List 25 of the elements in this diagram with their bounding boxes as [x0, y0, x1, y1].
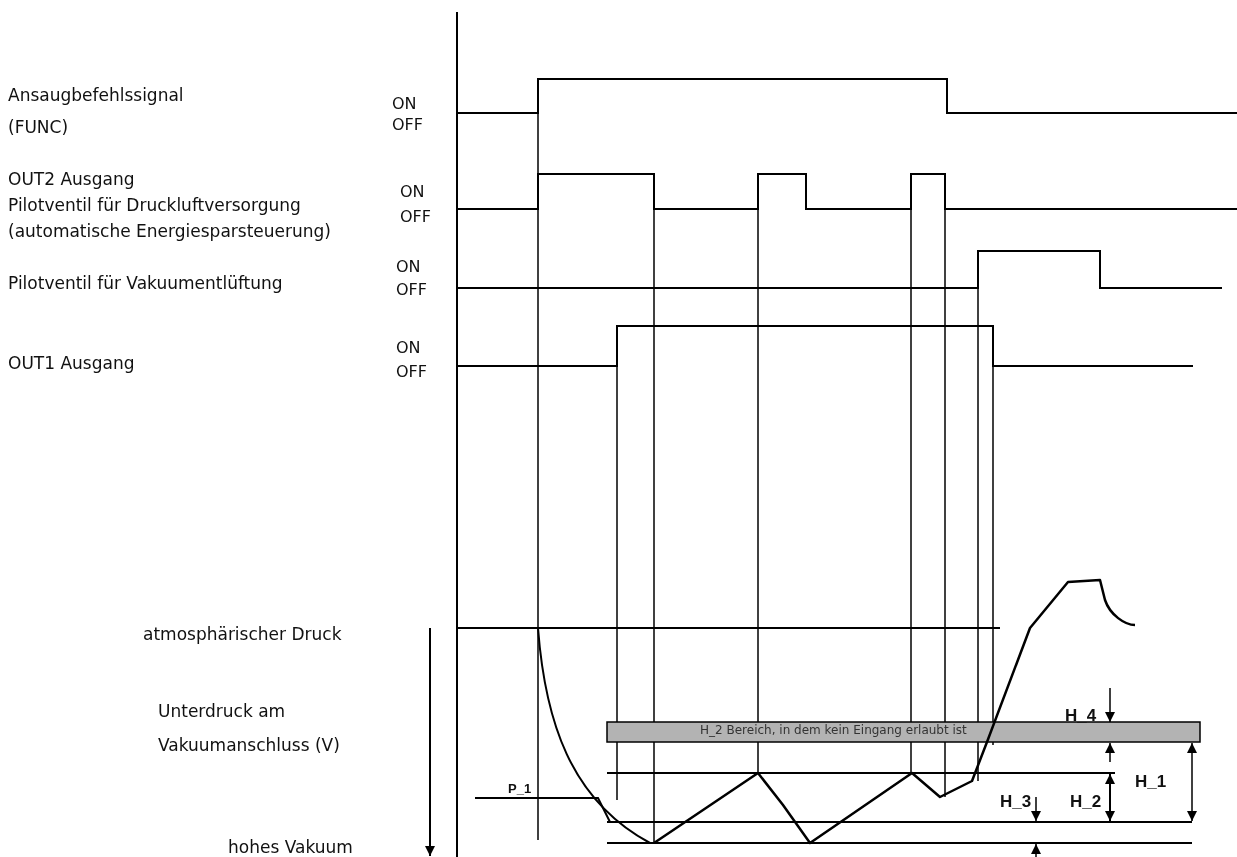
state-label: ON: [396, 339, 421, 357]
state-label: OFF: [396, 363, 427, 381]
signal-label: (FUNC): [8, 118, 69, 137]
band-label: H_2 Bereich, in dem kein Eingang erlaubt ist: [700, 724, 967, 738]
state-label: ON: [392, 95, 417, 113]
dimension-label: H_3: [1000, 793, 1032, 812]
signal-label: atmosphärischer Druck: [143, 625, 342, 644]
signal-label: hohes Vakuum: [228, 838, 353, 857]
value-label: P_1: [508, 782, 532, 797]
signal-label: OUT2 Ausgang: [8, 170, 135, 189]
dimension-label: H_2: [1070, 793, 1102, 812]
dimension-label: H_4: [1065, 707, 1097, 726]
signal-label: Unterdruck am: [158, 702, 286, 721]
state-label: ON: [396, 258, 421, 276]
state-label: OFF: [392, 116, 423, 134]
signal-label: Ansaugbefehlssignal: [8, 86, 184, 105]
state-label: OFF: [396, 281, 427, 299]
state-label: OFF: [400, 208, 431, 226]
signal-label: (automatische Energiesparsteuerung): [8, 222, 331, 241]
signal-label: Pilotventil für Vakuumentlüftung: [8, 274, 283, 293]
signal-label: Pilotventil für Druckluftversorgung: [8, 196, 301, 215]
signal-label: OUT1 Ausgang: [8, 354, 135, 373]
dimension-label: H_1: [1135, 773, 1167, 792]
signal-label: Vakuumanschluss (V): [158, 736, 340, 755]
state-label: ON: [400, 183, 425, 201]
